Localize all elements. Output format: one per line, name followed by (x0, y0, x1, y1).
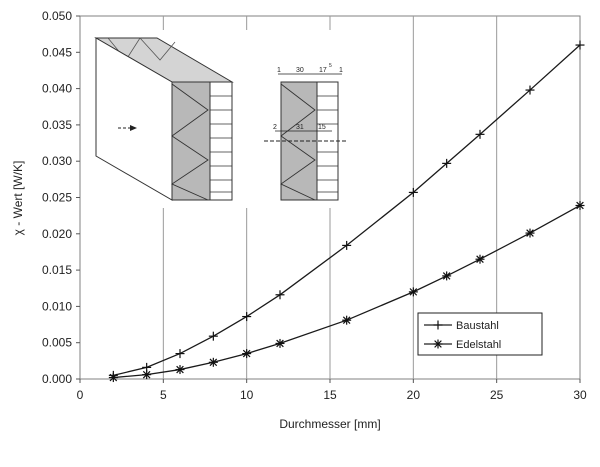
inset-block-core-zigzag (171, 83, 209, 201)
x-tick-label: 0 (77, 388, 84, 402)
x-axis-label: Durchmesser [mm] (279, 417, 380, 431)
data-point-edelstahl (275, 338, 285, 348)
data-point-edelstahl (442, 271, 452, 281)
data-point-edelstahl (208, 357, 218, 367)
series-line-edelstahl (113, 204, 581, 379)
inset-section-zigzag (280, 83, 316, 201)
inset-dim-1a: 1 (277, 67, 281, 74)
data-point-baustahl (575, 40, 585, 50)
inset-section-core (280, 81, 318, 201)
inset-dim-17: 17 (319, 67, 327, 74)
data-point-baustahl (475, 129, 485, 139)
data-point-edelstahl (575, 200, 585, 210)
inset-dim-31: 31 (296, 124, 304, 131)
x-tick-label: 10 (240, 388, 254, 402)
legend-marker-symbol-edelstahl (433, 339, 443, 349)
data-point-edelstahl (525, 228, 535, 238)
data-point-baustahl (275, 290, 285, 300)
inset-block-cladding (209, 81, 233, 201)
legend-marker-edelstahl (433, 339, 443, 349)
inset-block-core (171, 81, 211, 201)
legend-marker-symbol-baustahl (433, 320, 443, 330)
legend-box (417, 312, 543, 356)
inset-block-arrowhead (130, 125, 137, 131)
data-point-baustahl (175, 349, 185, 359)
data-point-edelstahl (242, 349, 252, 359)
x-tick-label: 5 (160, 388, 167, 402)
legend-label-edelstahl: Edelstahl (456, 339, 501, 351)
data-point-edelstahl (342, 315, 352, 325)
y-tick-label: 0.035 (42, 118, 72, 132)
data-point-baustahl (342, 240, 352, 250)
legend-marker-baustahl (433, 320, 443, 330)
data-point-baustahl (408, 187, 418, 197)
y-tick-label: 0.045 (42, 45, 72, 59)
inset-dim-30: 30 (296, 67, 304, 74)
y-tick-label: 0.040 (42, 82, 72, 96)
inset-dim-5: 5 (329, 63, 332, 69)
data-point-edelstahl (475, 254, 485, 264)
inset-diagram: 1 30 17 5 1 2 31 15 (86, 30, 350, 208)
inset-section-cladding-lines (317, 95, 338, 193)
x-tick-label: 15 (323, 388, 337, 402)
y-tick-label: 0.000 (42, 372, 72, 386)
data-point-baustahl (442, 158, 452, 168)
y-tick-label: 0.050 (42, 9, 72, 23)
y-tick-label: 0.030 (42, 154, 72, 168)
series-line-baustahl (113, 44, 581, 377)
data-point-edelstahl (175, 365, 185, 375)
x-tick-labels: 0 5 10 15 20 25 30 (77, 379, 587, 402)
x-tick-label: 30 (573, 388, 587, 402)
y-tick-label: 0.025 (42, 191, 72, 205)
data-point-edelstahl (142, 370, 152, 380)
data-point-edelstahl (108, 373, 118, 383)
x-tick-label: 25 (490, 388, 504, 402)
inset-dim-2: 2 (273, 124, 277, 131)
y-tick-labels: 0.000 0.005 0.010 0.015 0.020 0.025 0.030 0.035… (42, 9, 80, 386)
inset-block-cladding-lines (210, 95, 232, 193)
data-point-baustahl (525, 85, 535, 95)
inset-dim-1b: 1 (339, 67, 343, 74)
y-axis-label: χ - Wert [W/K] (11, 161, 25, 236)
x-tick-label: 20 (407, 388, 421, 402)
series (108, 40, 585, 383)
inset-dim-15: 15 (318, 124, 326, 131)
y-tick-label: 0.020 (42, 227, 72, 241)
legend-label-baustahl: Baustahl (456, 320, 499, 332)
data-point-baustahl (208, 331, 218, 341)
y-tick-label: 0.015 (42, 263, 72, 277)
y-tick-label: 0.005 (42, 336, 72, 350)
legend: Baustahl Edelstahl (417, 312, 543, 356)
data-point-edelstahl (408, 287, 418, 297)
data-point-baustahl (242, 312, 252, 322)
y-tick-label: 0.010 (42, 299, 72, 313)
